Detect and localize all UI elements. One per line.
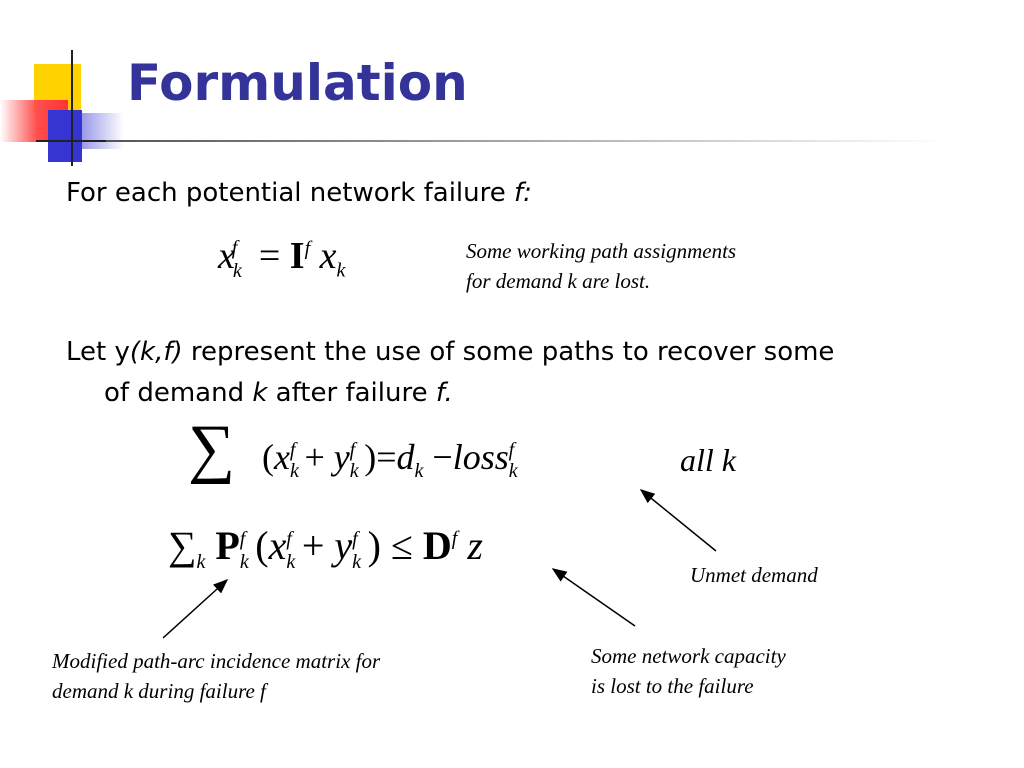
slide-title: Formulation	[127, 54, 468, 112]
deco-horizontal-line	[36, 140, 106, 142]
note-unmet-demand: Unmet demand	[690, 563, 818, 587]
equation-1: xkf = If xk	[218, 235, 346, 282]
arrow-capacity-lost	[551, 568, 636, 627]
all-k-label: all k	[680, 442, 736, 478]
note-capacity-lost: Some network capacity is lost to the fai…	[591, 644, 786, 698]
equation-2: (xkf + ykf )=dk −losskf	[262, 437, 518, 483]
bullet-1-variable: f:	[514, 178, 532, 208]
deco-blue-fade	[82, 113, 124, 149]
bullet-1-text: For each potential network failure	[66, 178, 515, 208]
note-incidence-matrix: Modified path-arc incidence matrix for d…	[52, 649, 381, 703]
bullet-1: For each potential network failure f:	[66, 173, 532, 214]
deco-blue-square	[48, 110, 82, 162]
deco-vertical-line	[71, 50, 73, 166]
arrow-unmet-demand	[639, 489, 717, 552]
bullet-2: Let y(k,f) represent the use of some pat…	[66, 337, 835, 408]
sum-symbol-large: ∑	[188, 412, 236, 485]
note-lost-assignments: Some working path assignments for demand…	[466, 239, 737, 293]
title-underline	[106, 140, 946, 142]
equation-3: ∑k Pkf (xkf + ykf ) ≤ Df z	[168, 523, 483, 573]
arrow-incidence-matrix	[162, 578, 229, 639]
